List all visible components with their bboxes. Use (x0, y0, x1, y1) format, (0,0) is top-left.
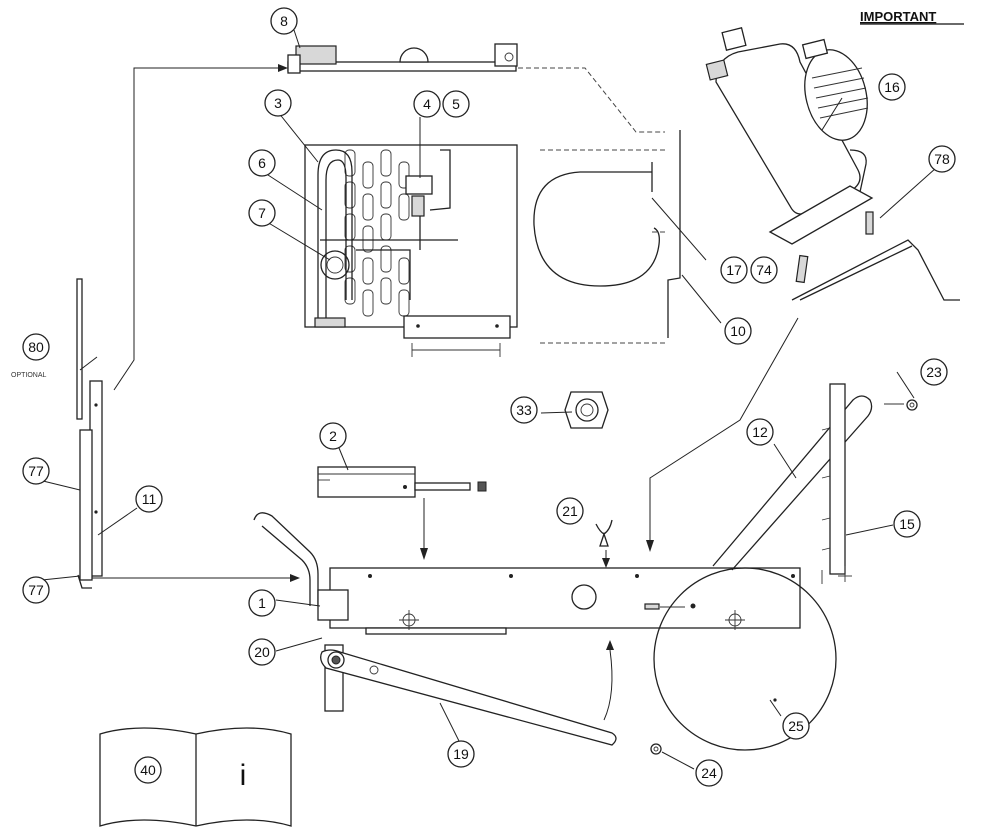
top-rail-assembly (287, 43, 518, 74)
svg-text:40: 40 (140, 762, 156, 778)
svg-text:16: 16 (884, 79, 900, 95)
svg-text:15: 15 (899, 516, 915, 532)
callout-3: 3 (264, 89, 292, 117)
callout-7: 7 (248, 199, 276, 227)
callout-6: 6 (248, 149, 276, 177)
callout-23: 23 (920, 358, 948, 386)
guide-tube (712, 395, 873, 571)
callout-20: 20 (248, 638, 276, 666)
callout-4: 4 (413, 90, 441, 118)
lever-arm (320, 649, 617, 746)
svg-text:33: 33 (516, 402, 532, 418)
svg-text:20: 20 (254, 644, 270, 660)
bushing-nut (564, 391, 609, 429)
side-bracket (821, 383, 852, 584)
optional-label: OPTIONAL (11, 372, 47, 379)
blower-housing (533, 149, 668, 344)
callout-24: 24 (695, 759, 723, 787)
callout-10: 10 (724, 317, 752, 345)
callout-77-upper: 77 (22, 457, 50, 485)
callout-15: 15 (893, 510, 921, 538)
control-box (317, 466, 487, 498)
svg-text:2: 2 (329, 428, 337, 444)
manual-info-symbol: i (240, 759, 247, 792)
callout-16: 16 (878, 73, 906, 101)
svg-text:11: 11 (142, 491, 157, 507)
base-plate (329, 567, 801, 635)
svg-text:5: 5 (452, 96, 460, 112)
svg-text:12: 12 (752, 424, 768, 440)
svg-text:6: 6 (258, 155, 266, 171)
svg-text:24: 24 (701, 765, 717, 781)
svg-text:8: 8 (280, 13, 288, 29)
wall-bracket (667, 130, 681, 338)
wire-clip (595, 519, 613, 547)
callout-11: 11 (135, 485, 163, 513)
detail-circle (653, 567, 837, 751)
callout-2: 2 (319, 422, 347, 450)
svg-text:21: 21 (562, 503, 578, 519)
callout-80: 80 (22, 333, 50, 361)
callout-77-lower: 77 (22, 576, 50, 604)
svg-text:25: 25 (788, 718, 804, 734)
svg-text:3: 3 (274, 95, 282, 111)
important-heading: IMPORTANT (860, 9, 936, 24)
svg-text:74: 74 (756, 262, 772, 278)
callout-1: 1 (248, 589, 276, 617)
svg-text:1: 1 (258, 595, 266, 611)
callout-12: 12 (746, 418, 774, 446)
callout-19: 19 (447, 740, 475, 768)
callout-25: 25 (782, 712, 810, 740)
svg-text:77: 77 (28, 582, 44, 598)
compressor (705, 27, 960, 301)
callout-8: 8 (270, 7, 298, 35)
callout-33: 33 (510, 396, 538, 424)
svg-text:17: 17 (726, 262, 742, 278)
callout-74: 74 (750, 256, 778, 284)
svg-text:77: 77 (28, 463, 44, 479)
callout-21: 21 (556, 497, 584, 525)
side-panels (76, 278, 103, 589)
callout-5: 5 (442, 90, 470, 118)
svg-text:10: 10 (730, 323, 746, 339)
svg-text:78: 78 (934, 151, 950, 167)
svg-text:7: 7 (258, 205, 266, 221)
callout-40: 40 (134, 756, 162, 784)
manual-book (99, 727, 292, 827)
callout-17: 17 (720, 256, 748, 284)
callout-78: 78 (928, 145, 956, 173)
svg-text:4: 4 (423, 96, 431, 112)
svg-text:80: 80 (28, 339, 44, 355)
evaporator-panel (304, 144, 518, 357)
svg-text:23: 23 (926, 364, 942, 380)
svg-text:19: 19 (453, 746, 469, 762)
